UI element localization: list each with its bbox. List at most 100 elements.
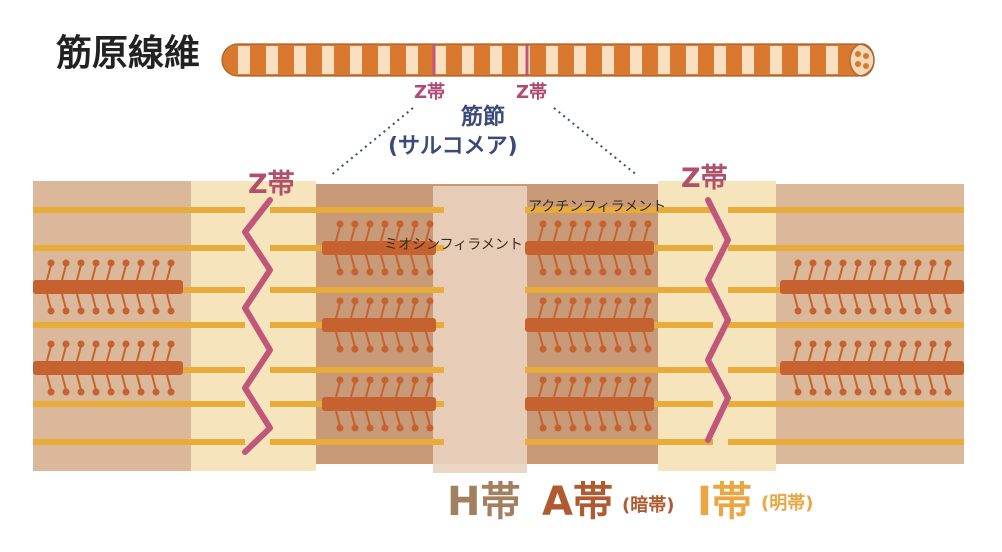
myosin-head [583,225,589,242]
myosin-head [553,302,559,319]
myosin-head [381,376,389,384]
myosin-head [136,293,142,310]
myosin-head [824,388,832,396]
myosin-head [898,264,904,281]
myosin-head [91,293,97,310]
myosin-head [629,345,637,353]
myosin-head [538,381,544,398]
myosin-head [426,376,434,384]
myosin-head [62,307,70,315]
myosin-head [425,225,431,242]
myosin-head [426,268,434,276]
myosin-head [839,259,847,267]
myosin-head [823,345,829,362]
myosin-head [929,307,937,315]
myosin-head [395,254,401,271]
myosin-head [380,331,386,348]
myosin-head [824,340,832,348]
actin-filament [270,439,444,445]
myosin-head [335,254,341,271]
myosin-head [396,297,404,305]
myosin-head [152,388,160,396]
strip-stripe [350,46,362,74]
myosin-head [643,410,649,427]
myosin-head [853,374,859,391]
myosin-head [614,424,622,432]
myosin-head [350,331,356,348]
myosin-head [898,293,904,310]
myosin-head [136,345,142,362]
myosin-head [554,345,562,353]
z-band-label-left: Z帯 [248,169,295,200]
myosin-head [335,410,341,427]
myosin-head [395,381,401,398]
myosin-head [121,264,127,281]
myosin-head [809,388,817,396]
myosin-head [425,331,431,348]
myosin-head [538,331,544,348]
myosin-head [554,376,562,384]
myosin-head [425,302,431,319]
myosin-head [77,307,85,315]
myosin-head [883,374,889,391]
strip-stripe [574,46,586,74]
myosin-head [46,264,52,281]
myosin-head [793,345,799,362]
sarcomere-label: 筋節 [461,105,506,130]
myosin-head [167,388,175,396]
strip-stripe [714,46,726,74]
actin-filament [525,439,713,445]
myosin-head [568,225,574,242]
myosin-head [121,345,127,362]
myosin-head [884,259,892,267]
actin-filament [525,287,713,293]
myosin-head [554,268,562,276]
myosin-head [539,268,547,276]
myosin-filament [525,318,654,332]
myosin-head [944,259,952,267]
z-line-right [705,197,731,443]
myosin-head [628,381,634,398]
myosin-head [336,220,344,228]
strip-stripe [266,46,278,74]
actin-filament [525,367,713,373]
myosin-head [929,340,937,348]
myosin-head [614,220,622,228]
actin-filament [728,245,964,251]
myosin-head [614,268,622,276]
actin-filament [525,207,713,213]
myosin-head [899,307,907,315]
myosin-head [167,259,175,267]
myosin-head [899,340,907,348]
myosin-head [410,331,416,348]
myosin-head [539,297,547,305]
myosin-head [410,381,416,398]
myosin-filament [525,241,654,255]
myosin-head [47,340,55,348]
myosin-head [92,259,100,267]
myosin-head [365,381,371,398]
strip-stripe [238,46,250,74]
myosin-head [351,220,359,228]
sarcomere-label-reading: (サルコメア) [388,134,518,159]
myosin-head [794,307,802,315]
myosin-head [351,297,359,305]
myosin-head [107,388,115,396]
z-line-left [242,197,273,455]
myosin-head [569,424,577,432]
myosin-head [46,374,52,391]
myosin-head [943,293,949,310]
myosin-head [584,297,592,305]
myosin-head [77,340,85,348]
myosin-head [883,345,889,362]
myosin-filament [322,397,436,411]
myosin-head [381,345,389,353]
myosin-head [584,345,592,353]
myosin-head [568,254,574,271]
myosin-head [366,376,374,384]
myosin-head [380,254,386,271]
myosin-head [643,381,649,398]
strip-stripe [742,46,754,74]
myosin-head [643,225,649,242]
myosin-head [92,307,100,315]
